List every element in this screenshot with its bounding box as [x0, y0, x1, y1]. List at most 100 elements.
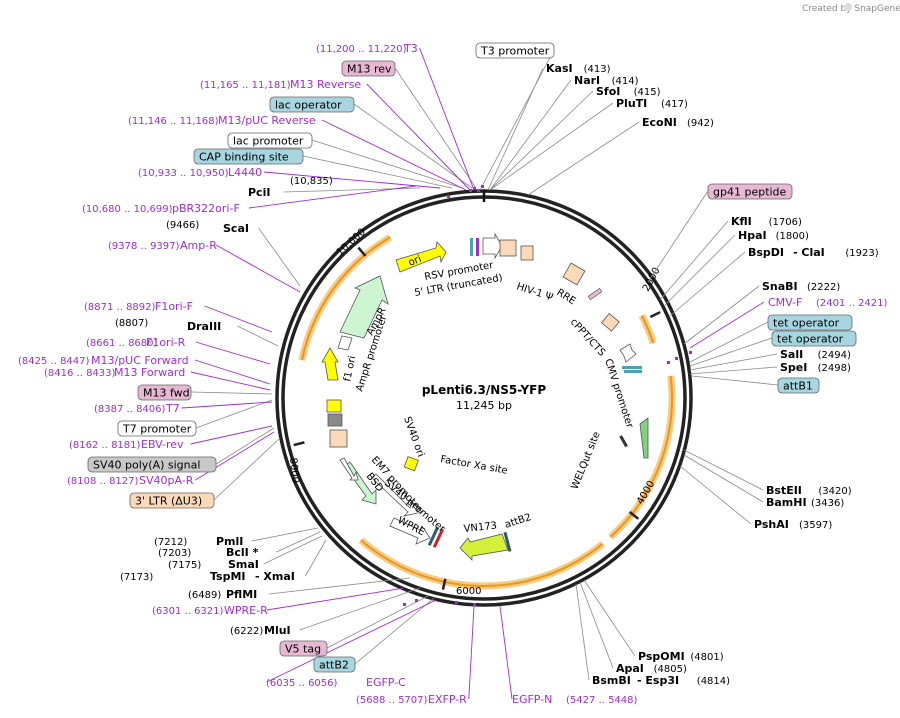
- label-factor-xa: Factor Xa site: [439, 454, 508, 477]
- enzyme-pflmi: PflMI: [226, 588, 257, 601]
- primer-site-mark: [477, 189, 480, 192]
- leader-line: [302, 155, 453, 189]
- enzyme-position: (6222): [230, 626, 263, 637]
- cmv-promoter-arrow: [619, 343, 637, 363]
- enzyme-position: (6489): [188, 590, 221, 601]
- leader-line: [663, 234, 736, 307]
- enzyme-pluti: PluTI: [616, 97, 647, 110]
- enzyme-position: (4801): [690, 652, 723, 663]
- plasmid-title: pLenti6.3/NS5-YFP: [422, 383, 547, 397]
- primer-position: (10,680 .. 10,699): [82, 204, 173, 215]
- rre-feature: [562, 262, 586, 286]
- primer-leader-lines: [181, 47, 765, 700]
- enzyme-extra: - Esp3I: [637, 674, 679, 687]
- primer-ebv-rev: EBV-rev: [141, 438, 184, 451]
- enzyme-position: (1923): [845, 248, 878, 259]
- leader-line: [311, 139, 463, 189]
- leader-line: [489, 79, 572, 191]
- enzyme-spei: SpeI: [780, 361, 807, 374]
- backbone-marks: [403, 185, 692, 606]
- tick-mark: [357, 246, 367, 257]
- polya-feature: [327, 413, 343, 427]
- leader-line: [195, 431, 275, 481]
- feature-box-tet-operator-label: tet operator: [773, 317, 840, 330]
- enzyme-position: (1800): [776, 231, 809, 242]
- leader-line: [468, 605, 475, 700]
- feature-box-v5-tag: [279, 640, 328, 657]
- feature-box-t3-promoter-label: T3 promoter: [480, 45, 550, 58]
- vn173-arrow: [459, 533, 509, 561]
- feature-box-3-ltr-u3--label: 3' LTR (ΔU3): [135, 495, 202, 508]
- enzyme-extra: - XmaI: [255, 570, 295, 583]
- leader-line: [194, 359, 271, 385]
- enzyme-bsteii: BstEII: [766, 484, 802, 497]
- leader-line: [299, 587, 421, 631]
- feature-box-tet-operator: [767, 314, 853, 331]
- primer-site-mark: [473, 187, 476, 190]
- leader-line: [489, 90, 594, 191]
- leader-line: [190, 391, 273, 395]
- enzyme-kasi: KasI: [546, 62, 573, 75]
- tick-mark: [649, 311, 661, 319]
- leader-line: [266, 587, 405, 611]
- feature-box-m13-fwd-label: M13 fwd: [143, 387, 190, 400]
- primer-position: (8387 .. 8406): [94, 404, 166, 415]
- leader-line: [195, 399, 273, 429]
- leader-line: [575, 583, 590, 681]
- f1-ori-arrow: [321, 347, 339, 381]
- primer-position: (2401 .. 2421): [816, 298, 888, 309]
- leader-line: [248, 185, 417, 209]
- enzyme-position: (7212): [154, 537, 187, 548]
- primer-egfp-n: EGFP-N: [512, 693, 552, 706]
- feature-box-v5-tag-label: V5 tag: [285, 643, 321, 656]
- f1ori-feature: [326, 399, 342, 413]
- feature-box-lac-promoter: [227, 132, 313, 149]
- primer-position: (8661 .. 8680): [86, 338, 158, 349]
- enzyme-position: (417): [661, 99, 688, 110]
- enzyme-bsmbi: BsmBI: [592, 674, 631, 687]
- ori-feature: [395, 241, 447, 273]
- wpre-arrow: [389, 517, 431, 545]
- enzyme-position: (415): [634, 87, 661, 98]
- primer-position: (9378 .. 9397): [108, 241, 180, 252]
- tet-op-mark: [622, 366, 642, 369]
- enzyme-draiii: DraIII: [187, 320, 221, 333]
- enzyme-position: (7203): [158, 548, 191, 559]
- leader-line: [683, 449, 764, 491]
- feature-box-gp41-peptide-label: gp41 peptide: [713, 186, 787, 199]
- primer-m13-puc-forward: M13/pUC Forward: [91, 354, 189, 367]
- leader-line: [579, 581, 614, 669]
- leader-line: [251, 527, 319, 542]
- sv40-ori-feature: [403, 456, 419, 472]
- leader-line: [394, 67, 477, 189]
- enzyme-hpai: HpaI: [738, 229, 767, 242]
- enzyme-position: (2222): [807, 282, 840, 293]
- enzyme-position: (9466): [166, 220, 199, 231]
- leader-line: [489, 102, 614, 191]
- leader-line: [263, 535, 323, 565]
- enzyme-position: (942): [687, 118, 714, 129]
- feature-box-lac-operator-label: lac operator: [275, 99, 342, 112]
- leader-line: [321, 119, 467, 191]
- orange-arc: [609, 375, 674, 538]
- primer-site-mark: [455, 601, 458, 604]
- enzyme-position: (414): [612, 76, 639, 87]
- leader-line: [266, 599, 437, 683]
- attb2-mark: [427, 526, 440, 546]
- label-attb2-inner: attB2: [504, 512, 533, 531]
- enzyme-bspdi: BspDI: [748, 246, 784, 259]
- ltr-feature: [499, 239, 517, 257]
- feature-box-tet-operator-label: tet operator: [777, 333, 844, 346]
- feature-box-t3-promoter: [475, 42, 555, 59]
- leader-line: [479, 49, 555, 191]
- primer-site-mark: [667, 361, 670, 364]
- primer-f1ori-r: F1ori-R: [146, 336, 186, 349]
- leader-line: [689, 337, 773, 367]
- tick-mark: [628, 511, 640, 520]
- primer-site-mark: [689, 351, 692, 354]
- primer-position: (11,146 .. 11,168): [128, 116, 219, 127]
- primer-wpre-r: WPRE-R: [224, 604, 268, 617]
- enzyme-econi: EcoNI: [642, 116, 677, 129]
- label-vn173: VN173: [463, 521, 497, 535]
- feature-box-m13-rev-label: M13 rev: [347, 63, 392, 76]
